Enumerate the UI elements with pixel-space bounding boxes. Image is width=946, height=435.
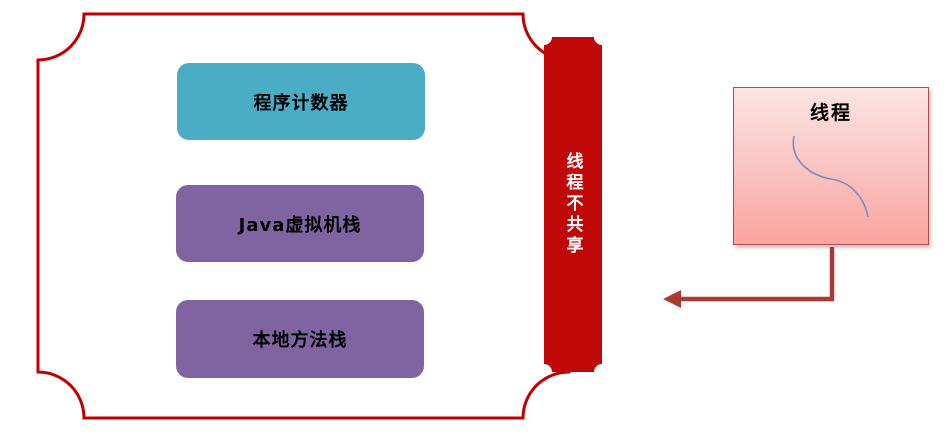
- memory-box-program-counter: 程序计数器: [177, 63, 425, 140]
- memory-box-label: 本地方法栈: [252, 330, 348, 351]
- memory-box-jvm-stack: Java虚拟机栈: [176, 185, 424, 262]
- left-arrowhead-icon: [663, 290, 681, 308]
- memory-box-native-method-stack: 本地方法栈: [176, 300, 424, 378]
- thread-private-ribbon-label: 线程不共享: [562, 152, 583, 257]
- thread-box: 线程: [733, 87, 929, 245]
- thread-box-label: 线程: [809, 102, 852, 124]
- memory-box-label: Java虚拟机栈: [238, 214, 362, 236]
- thread-connector-line: [678, 247, 835, 302]
- memory-box-label: 程序计数器: [253, 92, 349, 114]
